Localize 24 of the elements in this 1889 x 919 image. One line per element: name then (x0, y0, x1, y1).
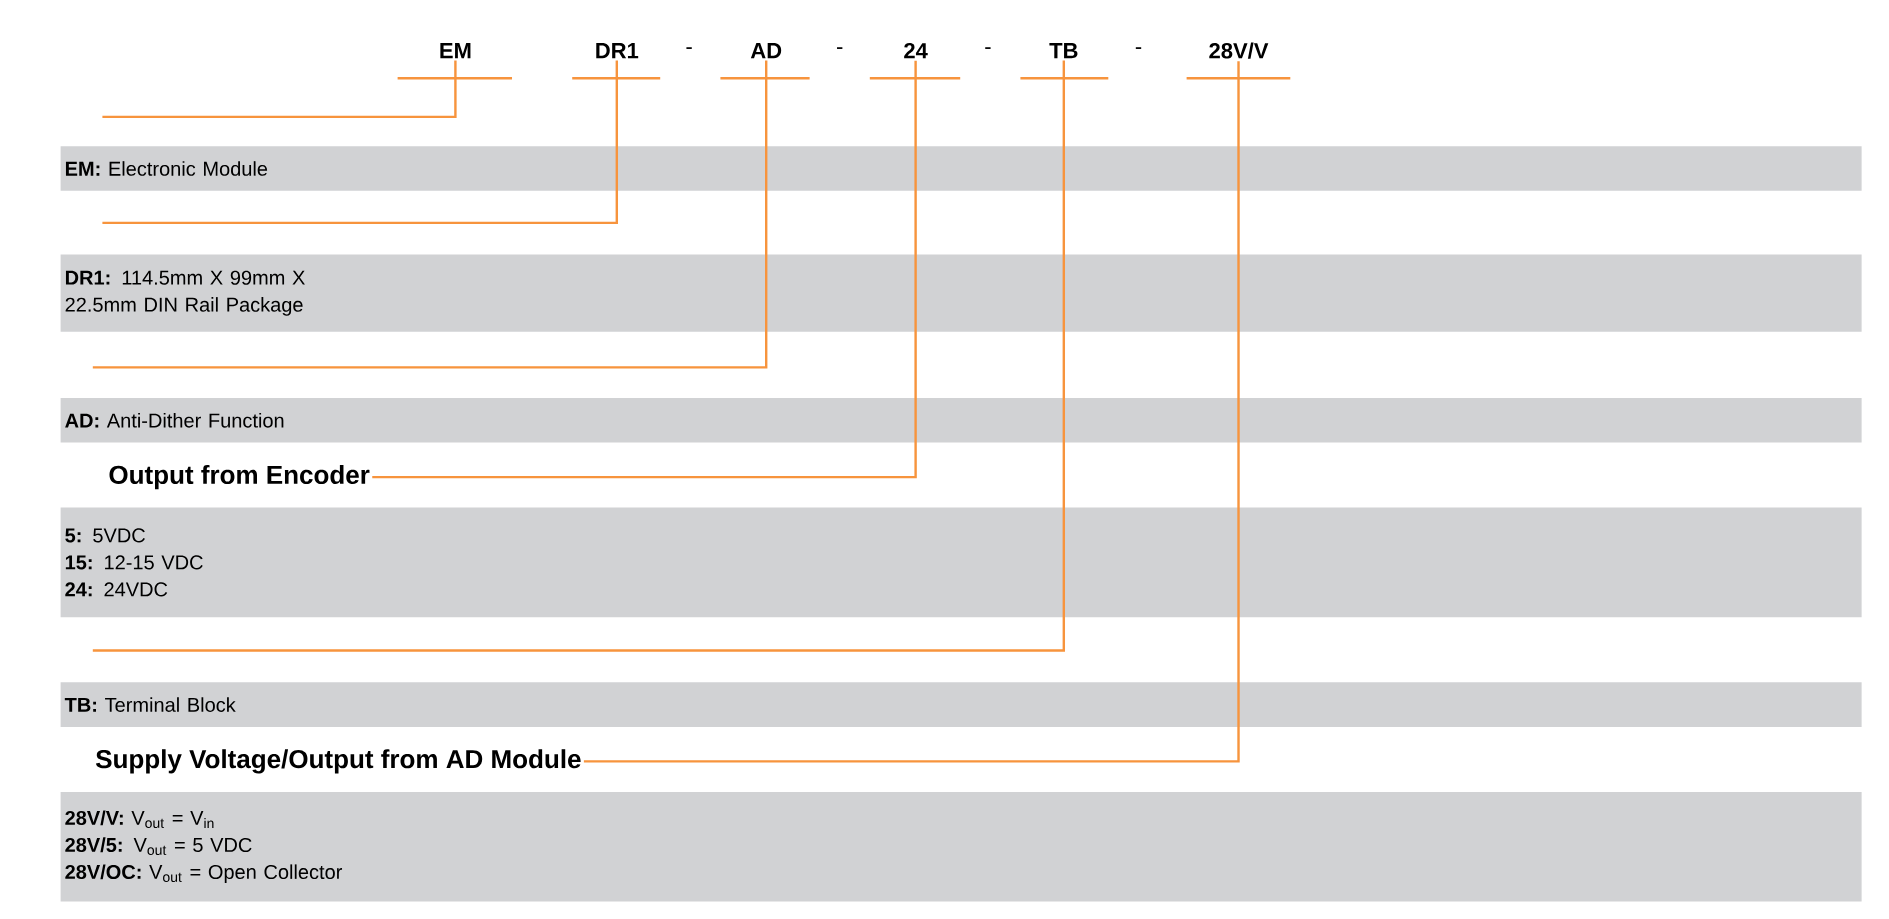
description-band: 28V/V: V$_{out}$ = V$_{in}$ 28V/5: V$_{out}$ = 5 VDC 28V/OC: V$_{out}$ = Open Collector (60, 791, 1862, 902)
code-letters: AD (750, 43, 782, 59)
separator-dash: - (985, 47, 991, 49)
leader-line (372, 60, 917, 479)
leader-line (583, 61, 1240, 763)
leader-line (92, 60, 768, 369)
code-letters: DR1 (596, 43, 639, 59)
section-heading: Output from Encoder (109, 464, 370, 490)
code-letters: EM (440, 43, 471, 59)
section-heading: Supply Voltage/Output from AD Module (95, 749, 581, 774)
leader-line (102, 60, 457, 119)
separator-dash: - (837, 47, 843, 49)
code-letters: 24 (904, 42, 928, 59)
description-band: TB: Terminal Block (60, 682, 1862, 727)
separator-dash: - (686, 47, 692, 49)
description-band: EM: Electronic Module (60, 146, 1862, 191)
description-band: 5: 5VDC 15: 12-15 VDC 24: 24VDC (60, 507, 1862, 618)
description-band: AD: Anti-Dither Function (60, 398, 1862, 443)
description-band: DR1: 114.5mm X 99mm X 22.5mm DIN Rail Package (60, 254, 1862, 332)
leader-line (102, 60, 618, 225)
code-letters: 28V/V (1209, 42, 1269, 59)
separator-dash: - (1135, 47, 1142, 49)
code-letters: TB (1049, 43, 1078, 59)
leader-line (92, 60, 1065, 652)
